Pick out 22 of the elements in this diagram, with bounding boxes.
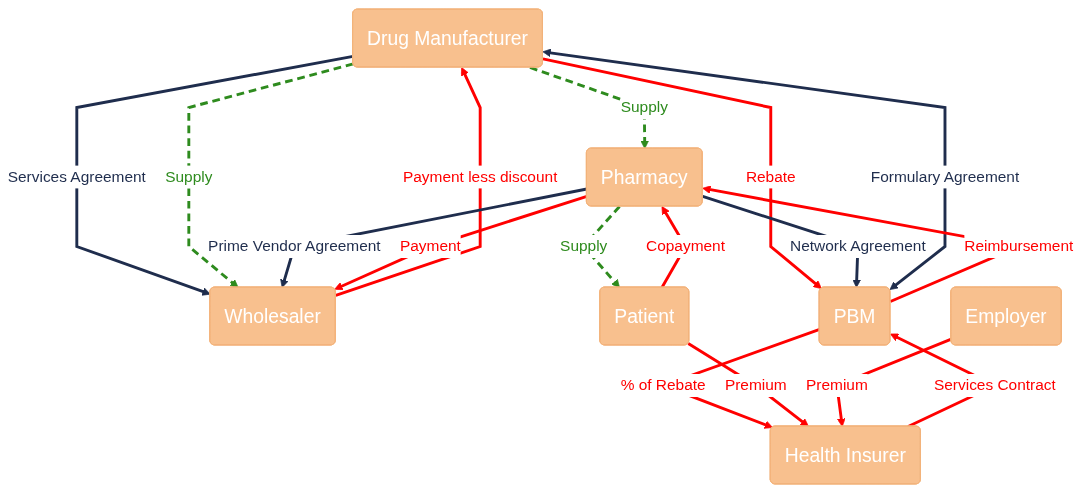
- arrow: [280, 187, 588, 288]
- arrow: [187, 62, 354, 288]
- edge-label: Rebate: [745, 168, 796, 185]
- edge-label: Payment less discount: [402, 168, 558, 185]
- edge-label: Payment: [399, 237, 461, 255]
- edge-label: Formulary Agreement: [870, 168, 1020, 185]
- edge-label: % of Rebate: [620, 376, 706, 394]
- edge-label: Services Contract: [933, 376, 1056, 394]
- edge-label: Supply: [165, 168, 213, 185]
- edge-label: Copayment: [646, 237, 725, 255]
- edge-label: Services Agreement: [7, 168, 146, 185]
- arrow: [335, 67, 482, 297]
- arrow: [687, 342, 809, 427]
- edge-label: Network Agreement: [790, 237, 926, 255]
- arrow: [75, 54, 354, 296]
- edge-label: Premium: [806, 376, 868, 394]
- edge-label: Prime Vendor Agreement: [208, 237, 381, 255]
- edge-label: Reimbursement: [964, 237, 1074, 255]
- edge-label: Supply: [560, 237, 608, 255]
- arrow: [334, 194, 588, 291]
- edge-label: Supply: [620, 98, 668, 116]
- edge-label: Premium: [724, 376, 787, 394]
